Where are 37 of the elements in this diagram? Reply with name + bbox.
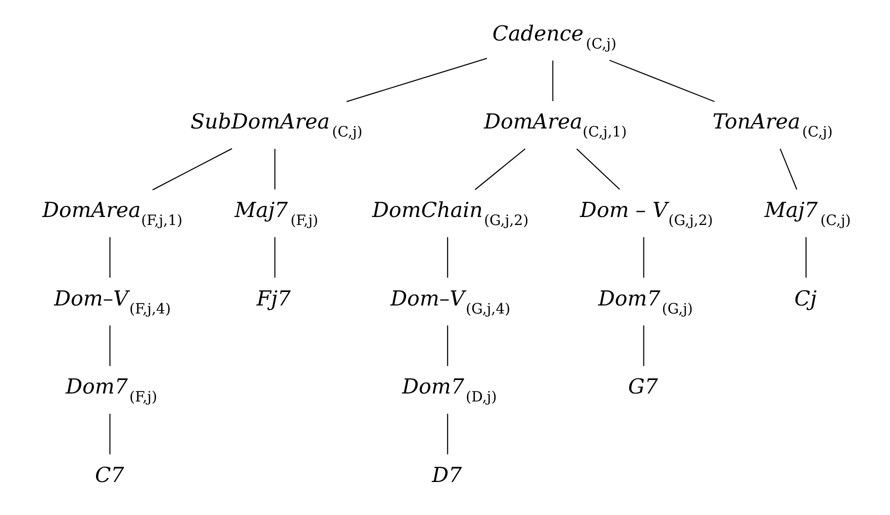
connector xyxy=(447,414,448,454)
node-text: Dom7$_{(G,j)}$ xyxy=(598,286,693,318)
node-text: G7 xyxy=(628,374,658,399)
node-text: Dom7$_{(F,j)}$ xyxy=(66,374,158,406)
connector xyxy=(152,148,232,190)
connector xyxy=(576,148,620,190)
connector xyxy=(806,237,807,278)
connector xyxy=(346,58,488,102)
node-text: Cadence$_{(C,j)}$ xyxy=(492,21,616,52)
connector xyxy=(274,148,276,190)
node-text: Dom7$_{(D,j)}$ xyxy=(402,374,497,406)
connector xyxy=(274,237,276,278)
connector xyxy=(109,325,110,366)
connector xyxy=(109,237,110,278)
connector xyxy=(447,237,448,278)
node-text: Fj7 xyxy=(256,286,291,310)
node-text: DomArea$_{(F,j,1)}$ xyxy=(42,198,182,229)
connector xyxy=(643,237,644,278)
node-text: Maj7$_{(C,j)}$ xyxy=(764,198,851,229)
connector xyxy=(447,325,448,366)
connector xyxy=(552,60,554,102)
node-text: D7 xyxy=(432,462,462,487)
node-text: Cj xyxy=(794,286,817,310)
node-text: DomChain$_{(G,j,2)}$ xyxy=(372,198,529,229)
connector xyxy=(609,60,715,102)
node-text: Dom–V$_{(F,j,4)}$ xyxy=(54,286,171,318)
connector xyxy=(474,148,526,190)
connector xyxy=(109,414,110,454)
node-text: Maj7$_{(F,j)}$ xyxy=(234,198,318,229)
connector xyxy=(643,325,644,366)
node-text: TonArea$_{(C,j)}$ xyxy=(712,110,833,141)
node-text: SubDomArea$_{(C,j)}$ xyxy=(190,110,363,141)
connector xyxy=(780,148,798,190)
node-text: Dom–V$_{(G,j,4)}$ xyxy=(390,286,510,318)
node-text: Dom – V$_{(G,j,2)}$ xyxy=(580,198,713,229)
node-text: DomArea$_{(C,j,1)}$ xyxy=(484,110,627,141)
node-text: C7 xyxy=(94,462,124,487)
